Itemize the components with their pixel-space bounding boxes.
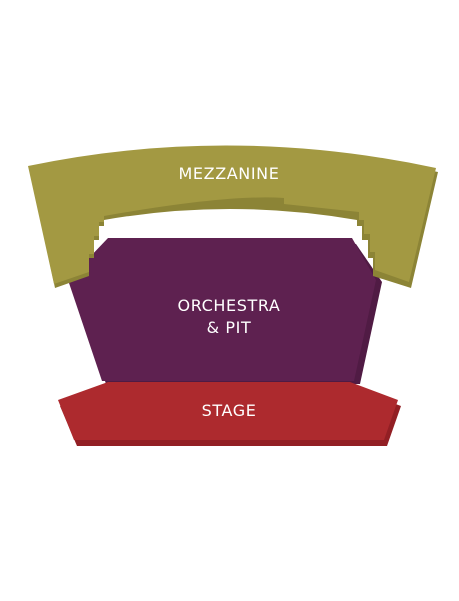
orchestra-label-line1: ORCHESTRA [178, 296, 281, 315]
orchestra-shape [68, 238, 376, 381]
section-stage[interactable]: STAGE [58, 382, 401, 446]
section-orchestra-pit[interactable]: ORCHESTRA & PIT [68, 238, 382, 384]
section-mezzanine[interactable]: MEZZANINE [28, 145, 438, 288]
mezzanine-label: MEZZANINE [179, 164, 280, 183]
mezzanine-shape [28, 145, 436, 284]
stage-shape [58, 382, 398, 440]
orchestra-label-line2: & PIT [207, 318, 252, 337]
stage-label: STAGE [202, 401, 257, 420]
